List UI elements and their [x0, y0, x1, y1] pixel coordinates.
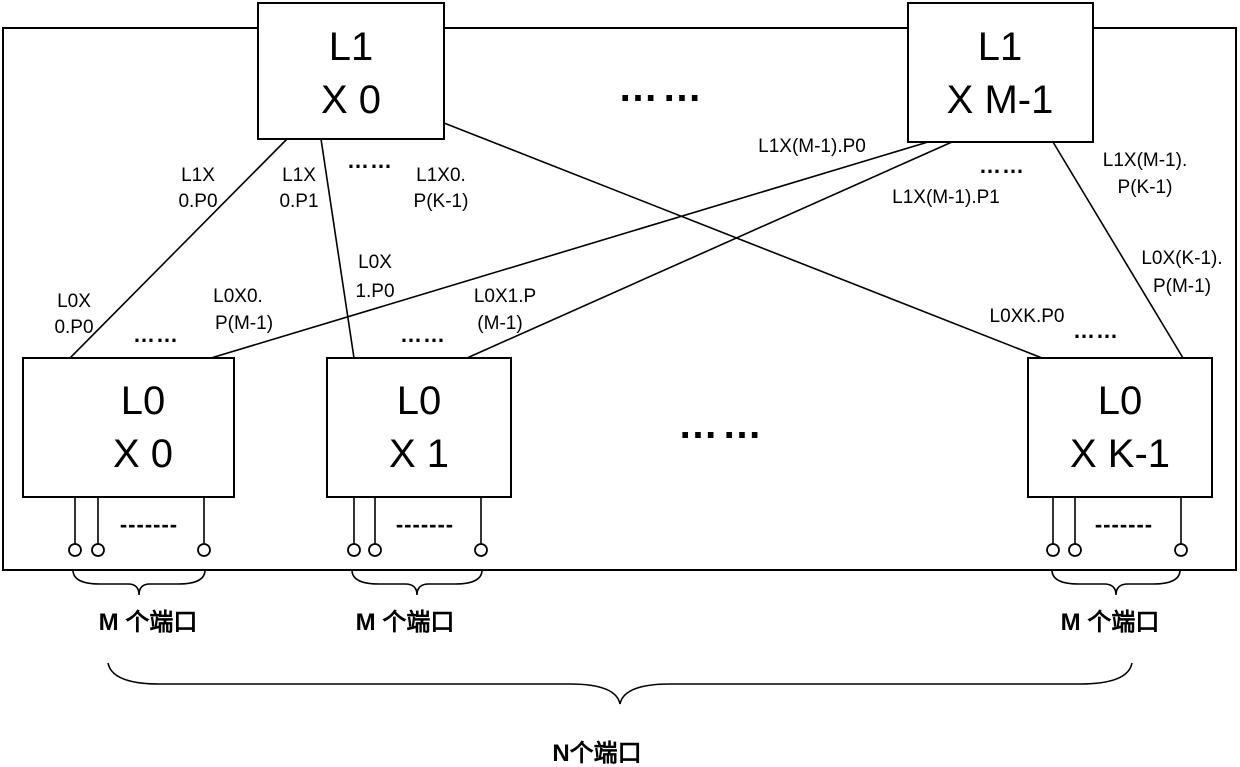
link-label-l1x0-p0-a: L1X	[181, 165, 215, 186]
ellipsis-l1-row: ……	[618, 66, 706, 110]
total-ports-brace	[107, 662, 1133, 705]
port-group-brace	[1051, 569, 1181, 596]
port-terminal	[368, 543, 382, 557]
outer-frame	[2, 27, 1237, 571]
link-l1xm1-l0x1	[466, 141, 953, 359]
link-label-l0xk-p0: L0XK.P0	[990, 306, 1065, 327]
port-group-label: M 个端口	[99, 609, 198, 636]
link-label-l0x1-pm1-a: L0X1.P	[474, 286, 536, 307]
port-ellipsis: -------	[396, 512, 454, 537]
link-labels: L1X 0.P0 L1X 0.P1 L1X0. P(K-1) L1X(M-1).…	[54, 136, 1222, 338]
node-box	[326, 357, 512, 498]
link-label-l0xk1-pm1-a: L0X(K-1).	[1141, 248, 1222, 269]
link-l1xm1-l0xk1	[1052, 141, 1184, 359]
ellipsis-l0-row: ……	[678, 403, 766, 447]
node-label-line2: X 0	[321, 78, 381, 122]
port-terminal	[68, 543, 82, 557]
node-label-line1: L1	[978, 25, 1023, 69]
node-box	[1027, 357, 1213, 498]
port-group-label: M 个端口	[356, 609, 455, 636]
link-l1x0-l0x0	[69, 138, 288, 359]
ellipsis-l0x1-links: ……	[400, 322, 446, 347]
total-ports-label: N个端口	[552, 740, 641, 767]
port-ellipsis: -------	[1095, 512, 1153, 537]
port-terminal	[91, 543, 105, 557]
node-l0-x1: L0 X 1	[326, 357, 512, 498]
node-label-line1: L1	[329, 25, 374, 69]
link-label-l0xk1-pm1-b: P(M-1)	[1153, 276, 1211, 297]
link-label-l1xm1-p1: L1X(M-1).P1	[892, 187, 1000, 208]
port-terminal	[347, 543, 361, 557]
port-terminal	[197, 543, 211, 557]
ports-l0-x0: ------- M 个端口	[68, 497, 211, 636]
link-label-l1xm1-pk1-b: P(K-1)	[1118, 177, 1173, 198]
node-label-line2: X 1	[389, 432, 449, 476]
port-ellipsis: -------	[120, 512, 178, 537]
link-l1xm1-l0x0	[210, 141, 929, 359]
ports-l0-xk1: ------- M 个端口	[1046, 497, 1188, 636]
ellipsis-l1xm1-links: ……	[979, 153, 1025, 178]
node-box	[257, 2, 445, 140]
node-l1-xm1: L1 X M-1	[907, 2, 1094, 143]
link-label-l1x0-pk1-a: L1X0.	[416, 165, 466, 186]
node-l1-x0: L1 X 0	[257, 2, 445, 140]
node-box	[907, 2, 1094, 143]
node-label-line2: X 0	[113, 432, 173, 476]
node-l0-x0: L0 X 0	[22, 357, 235, 498]
ellipsis-l1x0-links: ……	[347, 148, 393, 173]
links	[69, 122, 1184, 359]
link-label-l0x0-p0-b: 0.P0	[54, 317, 93, 338]
port-group-brace	[351, 569, 483, 596]
ellipsis-l0x0-links: ……	[133, 322, 179, 347]
link-label-l1xm1-p0: L1X(M-1).P0	[758, 136, 866, 157]
node-label-line1: L0	[121, 379, 166, 423]
ports-l0-x1: ------- M 个端口	[347, 497, 488, 636]
port-group-label: M 个端口	[1061, 609, 1160, 636]
node-label-line2: X M-1	[947, 78, 1054, 122]
link-label-l1x0-p0-b: 0.P0	[178, 191, 217, 212]
link-label-l1x0-p1-a: L1X	[282, 165, 316, 186]
link-label-l1x0-pk1-b: P(K-1)	[414, 191, 469, 212]
link-label-l0x0-pm1-a: L0X0.	[213, 286, 263, 307]
link-label-l0x1-p0-b: 1.P0	[355, 281, 394, 302]
node-l0-xk1: L0 X K-1	[1027, 357, 1213, 498]
ellipsis-l0xk1-links: ……	[1073, 318, 1119, 343]
link-l1x0-l0xk1	[443, 122, 1043, 359]
link-label-l0x0-pm1-b: P(M-1)	[215, 313, 273, 334]
node-label-line2: X K-1	[1070, 432, 1170, 476]
link-label-l0x0-p0-a: L0X	[57, 291, 91, 312]
port-terminal	[1174, 543, 1188, 557]
port-terminal	[1046, 543, 1060, 557]
link-label-l1xm1-pk1-a: L1X(M-1).	[1103, 150, 1187, 171]
link-label-l1x0-p1-b: 0.P1	[279, 191, 318, 212]
link-label-l0x1-pm1-b: (M-1)	[477, 313, 522, 334]
node-box	[22, 357, 235, 498]
port-terminal	[1068, 543, 1082, 557]
port-terminal	[474, 543, 488, 557]
port-group-brace	[72, 569, 206, 596]
link-l1x0-l0x1	[320, 138, 355, 359]
node-label-line1: L0	[1098, 379, 1143, 423]
link-label-l0x1-p0-a: L0X	[358, 252, 392, 273]
node-label-line1: L0	[397, 379, 442, 423]
